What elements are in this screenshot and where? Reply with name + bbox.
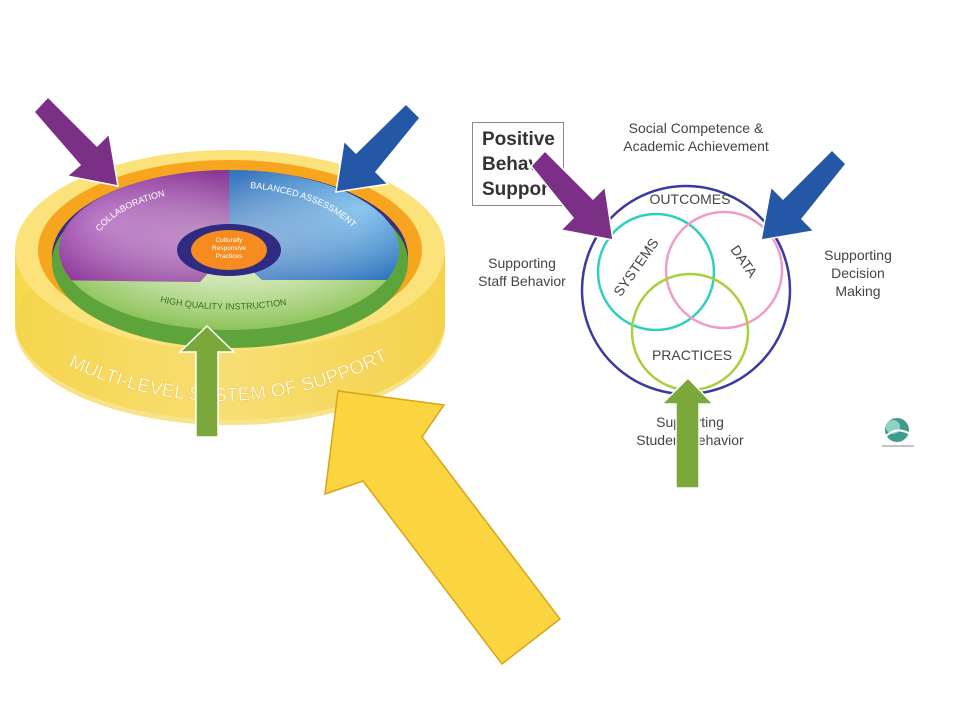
blue-arrow-left bbox=[335, 102, 422, 193]
pbs-title-line-2: Behav bbox=[482, 154, 540, 175]
top-label-1: Social Competence & bbox=[629, 120, 764, 136]
right-label-1: Supporting bbox=[824, 247, 892, 263]
data-label: DATA bbox=[727, 242, 761, 281]
pbis-logo-icon bbox=[882, 418, 914, 447]
systems-circle bbox=[596, 212, 716, 332]
purple-arrow-left bbox=[32, 95, 119, 187]
center-line-3: Practices bbox=[216, 253, 243, 260]
left-label-1: Supporting bbox=[488, 255, 556, 271]
blue-arrow-right bbox=[760, 148, 848, 241]
practices-label: PRACTICES bbox=[652, 347, 732, 363]
systems-label: SYSTEMS bbox=[610, 235, 661, 299]
outcomes-label: OUTCOMES bbox=[650, 191, 731, 207]
center-line-1: Culturally bbox=[215, 237, 243, 244]
pbs-title-line-3: Suppor bbox=[482, 179, 549, 200]
center-core bbox=[191, 230, 267, 270]
pbs-diagram: OUTCOMES SYSTEMS DATA PRACTICES Social C… bbox=[478, 120, 914, 448]
right-label-3: Making bbox=[835, 283, 880, 299]
pbs-title-box: Positive Behav Suppor bbox=[472, 122, 564, 206]
green-arrow-right bbox=[660, 376, 715, 489]
arrows-layer bbox=[32, 95, 848, 666]
practices-circle bbox=[630, 272, 750, 392]
data-circle bbox=[664, 210, 784, 330]
left-label-2: Staff Behavior bbox=[478, 273, 566, 289]
multi-level-system-disc: Culturally Responsive Practices COLLABOR… bbox=[15, 150, 445, 425]
yellow-arrow-big bbox=[324, 390, 562, 666]
center-line-2: Responsive bbox=[212, 245, 246, 252]
top-label-2: Academic Achievement bbox=[623, 138, 769, 154]
green-arrow-left bbox=[178, 324, 236, 438]
right-label-2: Decision bbox=[831, 265, 885, 281]
pbs-title-line-1: Positive bbox=[482, 129, 555, 150]
